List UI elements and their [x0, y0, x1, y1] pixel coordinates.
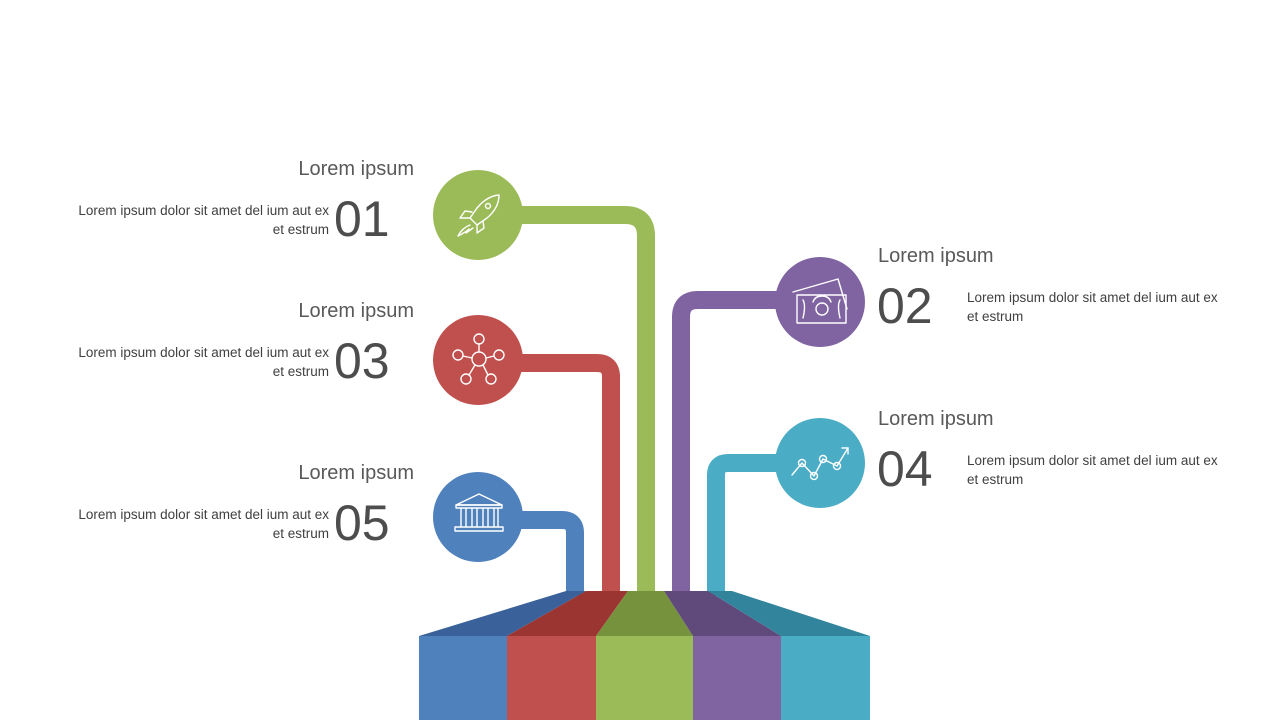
item-title: Lorem ipsum	[298, 300, 414, 322]
item-description: Lorem ipsum dolor sit amet del ium aut e…	[78, 507, 329, 541]
item-description: Lorem ipsum dolor sit amet del ium aut e…	[78, 203, 329, 237]
rocket-icon	[457, 194, 500, 237]
circle-04	[775, 418, 865, 508]
item-number: 01	[334, 191, 390, 247]
connector-04	[707, 454, 820, 596]
growth-chart-icon	[791, 447, 849, 481]
base-top-red	[507, 591, 628, 636]
base-block	[419, 591, 870, 720]
item-title: Lorem ipsum	[878, 408, 994, 430]
item-title: Lorem ipsum	[298, 158, 414, 180]
item-number: 05	[334, 495, 390, 551]
circle-01	[433, 170, 523, 260]
connector-03	[478, 354, 620, 596]
item-title: Lorem ipsum	[298, 462, 414, 484]
bank-icon	[454, 493, 504, 532]
money-icon	[792, 278, 848, 324]
base-top-purple	[664, 591, 781, 636]
base-top-green	[596, 591, 693, 636]
item-description: Lorem ipsum dolor sit amet del ium aut e…	[967, 290, 1218, 324]
network-icon	[452, 333, 505, 385]
base-front-teal	[781, 636, 870, 720]
item-number: 03	[334, 333, 390, 389]
item-title: Lorem ipsum	[878, 245, 994, 267]
base-front-green	[596, 636, 693, 720]
item-description: Lorem ipsum dolor sit amet del ium aut e…	[78, 345, 329, 379]
connector-01	[478, 206, 655, 596]
base-front-purple	[693, 636, 781, 720]
connector-05	[478, 511, 584, 596]
base-front-red	[507, 636, 596, 720]
circle-05	[433, 472, 523, 562]
item-number: 04	[877, 441, 933, 497]
base-top-blue	[419, 591, 586, 636]
item-description: Lorem ipsum dolor sit amet del ium aut e…	[967, 453, 1218, 487]
base-top-teal	[708, 591, 870, 636]
item-number: 02	[877, 278, 933, 334]
circle-03	[433, 315, 523, 405]
base-front-blue	[419, 636, 507, 720]
circle-02	[775, 257, 865, 347]
connector-02	[672, 291, 820, 596]
